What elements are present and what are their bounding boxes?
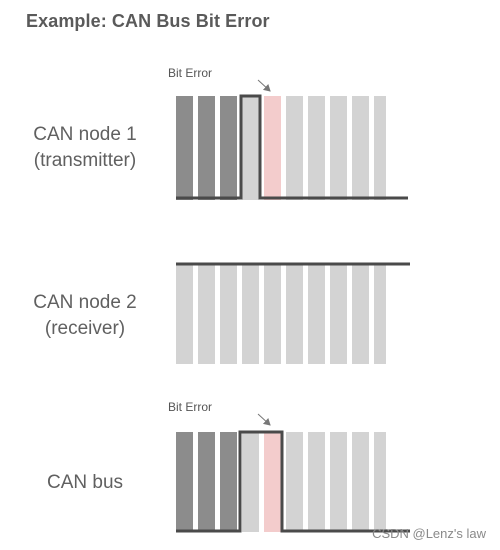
bus-bit-3 xyxy=(220,432,237,532)
node1-bit-10 xyxy=(374,96,386,200)
node1-bit-3 xyxy=(220,96,237,200)
node1-bit-2 xyxy=(198,96,215,200)
node1-label-line1: CAN node 1 xyxy=(33,124,137,145)
bus-bit-9 xyxy=(352,432,369,532)
node2-label: CAN node 2 (receiver) xyxy=(0,290,170,342)
node2-bit-5 xyxy=(264,264,281,364)
node2-bit-9 xyxy=(352,264,369,364)
node2-bits xyxy=(176,264,386,364)
bus-bit-8 xyxy=(330,432,347,532)
node2-bit-2 xyxy=(198,264,215,364)
bus-bit-10 xyxy=(374,432,386,532)
node2-bit-3 xyxy=(220,264,237,364)
node2-bit-6 xyxy=(286,264,303,364)
bus-bit-7 xyxy=(308,432,325,532)
bus-bit-error-arrow xyxy=(257,413,271,426)
bus-bit-error xyxy=(264,432,281,532)
node1-bit-8 xyxy=(330,96,347,200)
node1-label-line2: (transmitter) xyxy=(33,150,137,171)
watermark: CSDN @Lenz's law xyxy=(372,526,486,541)
bus-bit-2 xyxy=(198,432,215,532)
node1-bit-7 xyxy=(308,96,325,200)
node1-bits xyxy=(176,96,386,200)
bus-label: CAN bus xyxy=(0,470,170,496)
node2-bit-1 xyxy=(176,264,193,364)
bus-signal-line xyxy=(176,430,410,533)
node2-bit-4 xyxy=(242,264,259,364)
node1-bit-6 xyxy=(286,96,303,200)
node1-bit-1 xyxy=(176,96,193,200)
node1-bit-error xyxy=(264,96,281,200)
diagram-title: Example: CAN Bus Bit Error xyxy=(26,11,270,31)
node1-signal-line xyxy=(176,94,408,200)
node2-bit-10 xyxy=(374,264,386,364)
node1-bit-error-arrow xyxy=(257,79,271,92)
node1-bit-4 xyxy=(242,96,259,200)
node1-label: CAN node 1 (transmitter) xyxy=(0,122,170,174)
bus-bit-error-label: Bit Error xyxy=(168,400,212,414)
node2-bit-8 xyxy=(330,264,347,364)
bus-bit-6 xyxy=(286,432,303,532)
bus-bit-4 xyxy=(242,432,259,532)
node2-label-line1: CAN node 2 xyxy=(33,292,137,313)
bus-bits xyxy=(176,432,386,532)
bus-bit-1 xyxy=(176,432,193,532)
node2-bit-7 xyxy=(308,264,325,364)
node2-label-line2: (receiver) xyxy=(44,318,126,339)
bus-label-line1: CAN bus xyxy=(46,472,124,493)
node1-bit-error-label: Bit Error xyxy=(168,66,212,80)
node1-bit-9 xyxy=(352,96,369,200)
